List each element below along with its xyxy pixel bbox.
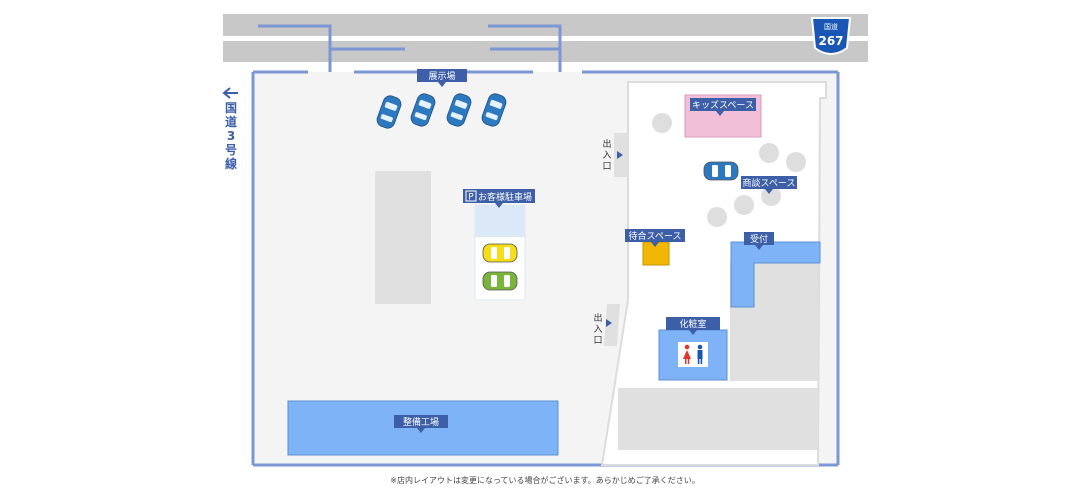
reception-desk [730, 241, 821, 308]
side-road-char-3: 3 [227, 129, 235, 143]
route-shield-icon: 国道 267 [810, 17, 852, 55]
side-road-char-4: 号 [225, 142, 237, 157]
parking-icon-letter: P [468, 193, 474, 203]
customer-parking-label: お客様駐車場 [478, 191, 532, 203]
meeting-space-label: 商談スペース [743, 177, 796, 189]
service-shop: 整備工場 [287, 400, 559, 456]
route-sign-number: 267 [818, 34, 843, 48]
reception-label: 受付 [750, 233, 768, 245]
showroom-label: 展示場 [428, 70, 455, 82]
back-office-block [618, 388, 818, 450]
service-shop-label: 整備工場 [403, 416, 439, 428]
parking-icon [465, 190, 477, 202]
route-sign-top: 国道 [824, 22, 838, 31]
entrance-lower-char-1: 出 [593, 312, 602, 324]
footer-note: ※店内レイアウトは変更になっている場合がございます。あらかじめご了承ください。 [390, 475, 700, 485]
showroom-car [703, 161, 739, 181]
national-road-267 [223, 14, 868, 62]
entrance-lower-char-3: 口 [593, 336, 602, 346]
parked-car-yellow [482, 243, 518, 263]
entrance-upper-char-2: 入 [602, 150, 611, 161]
restroom-label: 化粧室 [679, 318, 706, 330]
side-road-char-1: 国 [225, 101, 237, 115]
showroom-area: 展示場 [374, 69, 509, 131]
side-road-char-2: 道 [225, 114, 237, 129]
entrance-upper-char-1: 出 [602, 138, 611, 150]
kids-space-label: キッズスペース [692, 99, 754, 111]
parked-car-green [482, 271, 518, 291]
entrance-lower-char-2: 入 [593, 324, 602, 335]
entrance-upper-char-3: 口 [602, 162, 611, 172]
access-arrows [258, 24, 562, 92]
restroom-icon [678, 342, 708, 367]
side-road-label: 国 道 3 号 線 [222, 87, 238, 171]
waiting-space-label: 待合スペース [629, 230, 682, 242]
left-arrow-icon [222, 87, 238, 99]
building-block [375, 171, 431, 304]
showroom-building: キッズスペース 商談スペース 待合スペース 受付 化粧室 [600, 81, 827, 466]
table-icon [652, 113, 806, 227]
customer-parking: P お客様駐車場 [463, 189, 535, 301]
entrance-lower: 出 入 口 [593, 304, 620, 346]
entrance-upper: 出 入 口 [602, 133, 628, 177]
side-road-char-5: 線 [225, 156, 237, 171]
